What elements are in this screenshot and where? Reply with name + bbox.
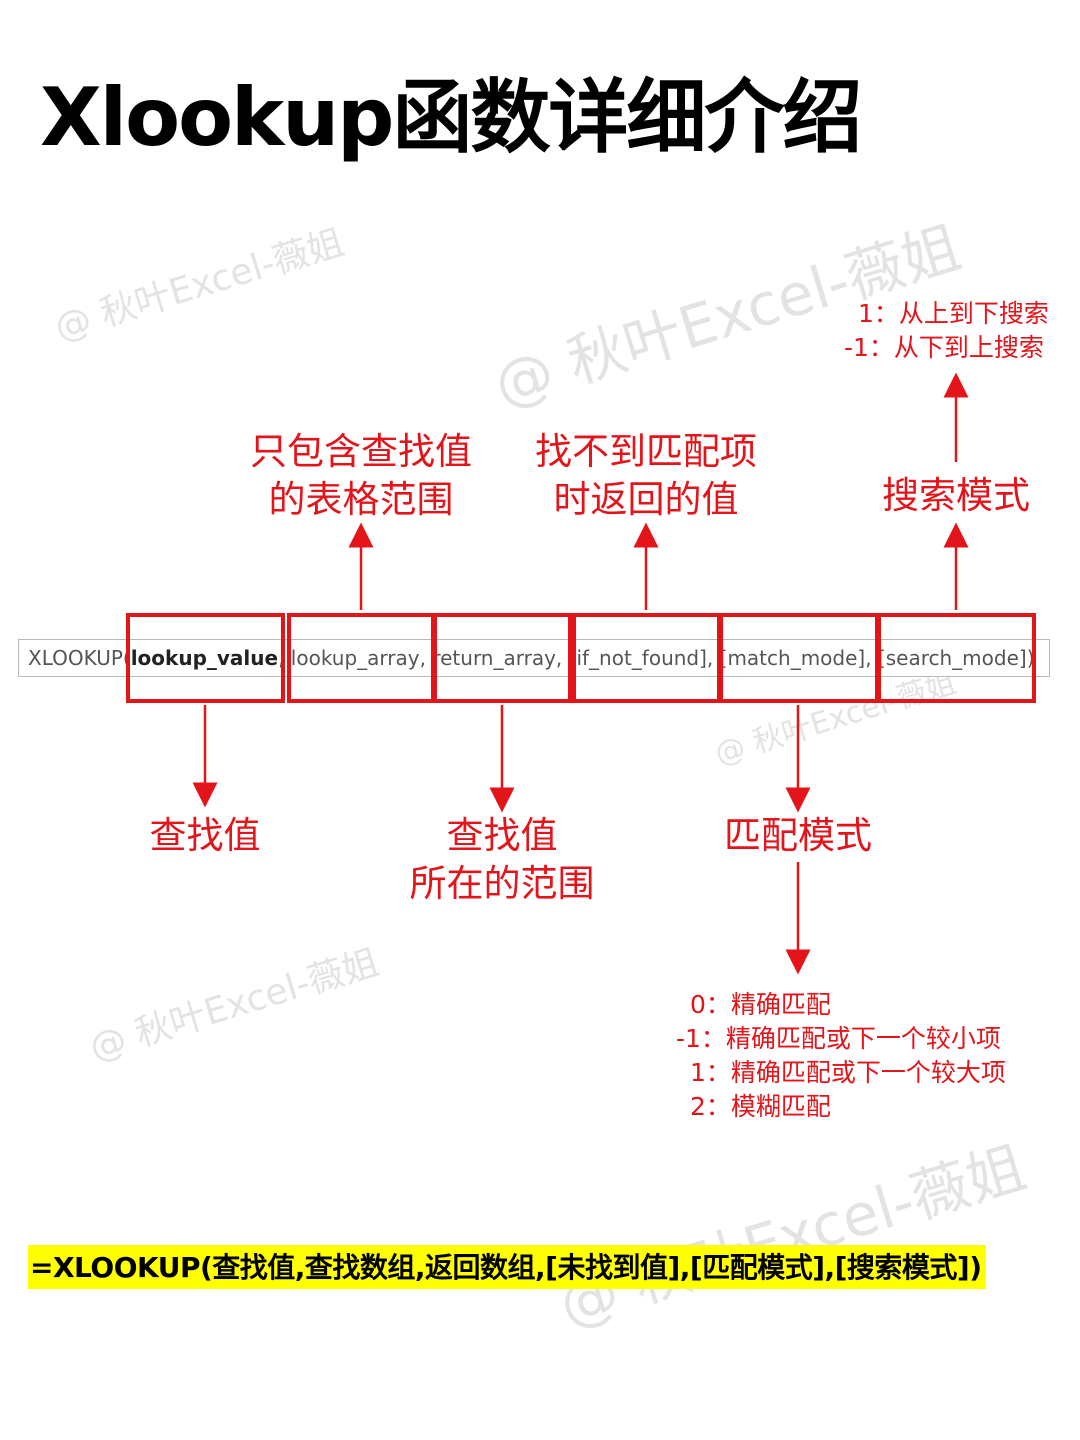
option-item: 1：精确匹配或下一个较大项 [690,1058,1006,1087]
label-line: 时返回的值 [553,478,739,521]
option-item: -1：从下到上搜索 [844,333,1044,362]
label-line: 查找值 [446,814,558,857]
function-name: XLOOKUP( [28,646,131,670]
page-title: Xlookup函数详细介绍 [40,71,862,164]
option-item: -1：精确匹配或下一个较小项 [676,1024,1001,1053]
label-line: 找不到匹配项 [535,430,757,473]
label-match-mode: 匹配模式 [724,814,872,857]
syntax-summary: =XLOOKUP(查找值,查找数组,返回数组,[未找到值],[匹配模式],[搜索… [28,1245,986,1289]
search-mode-box [877,613,1036,703]
label-line: 只包含查找值 [250,430,472,473]
match-mode-options: 0：精确匹配 -1：精确匹配或下一个较小项 1：精确匹配或下一个较大项 2：模糊… [676,988,1006,1124]
return-array-box [433,613,572,703]
lookup-value-arg: lookup_value [130,646,279,670]
remaining-args: , lookup_array, return_array, [if_not_fo… [278,646,1035,670]
label-if-not-found: 找不到匹配项 时返回的值 [521,428,771,524]
lookup-value-box [126,613,285,703]
option-item: 2：模糊匹配 [690,1092,831,1121]
label-lookup-array: 只包含查找值 的表格范围 [236,428,486,524]
label-line: 的表格范围 [268,478,454,521]
label-return-array: 查找值 所在的范围 [392,812,612,908]
label-search-mode: 搜索模式 [882,474,1030,517]
formula-syntax-text: XLOOKUP(lookup_value, lookup_array, retu… [28,646,1035,670]
option-item: 0：精确匹配 [690,990,831,1019]
option-item: 1：从上到下搜索 [858,299,1049,328]
label-lookup-value: 查找值 [149,814,261,857]
search-mode-options: 1：从上到下搜索 -1：从下到上搜索 [844,297,1049,365]
label-line: 所在的范围 [409,862,595,905]
